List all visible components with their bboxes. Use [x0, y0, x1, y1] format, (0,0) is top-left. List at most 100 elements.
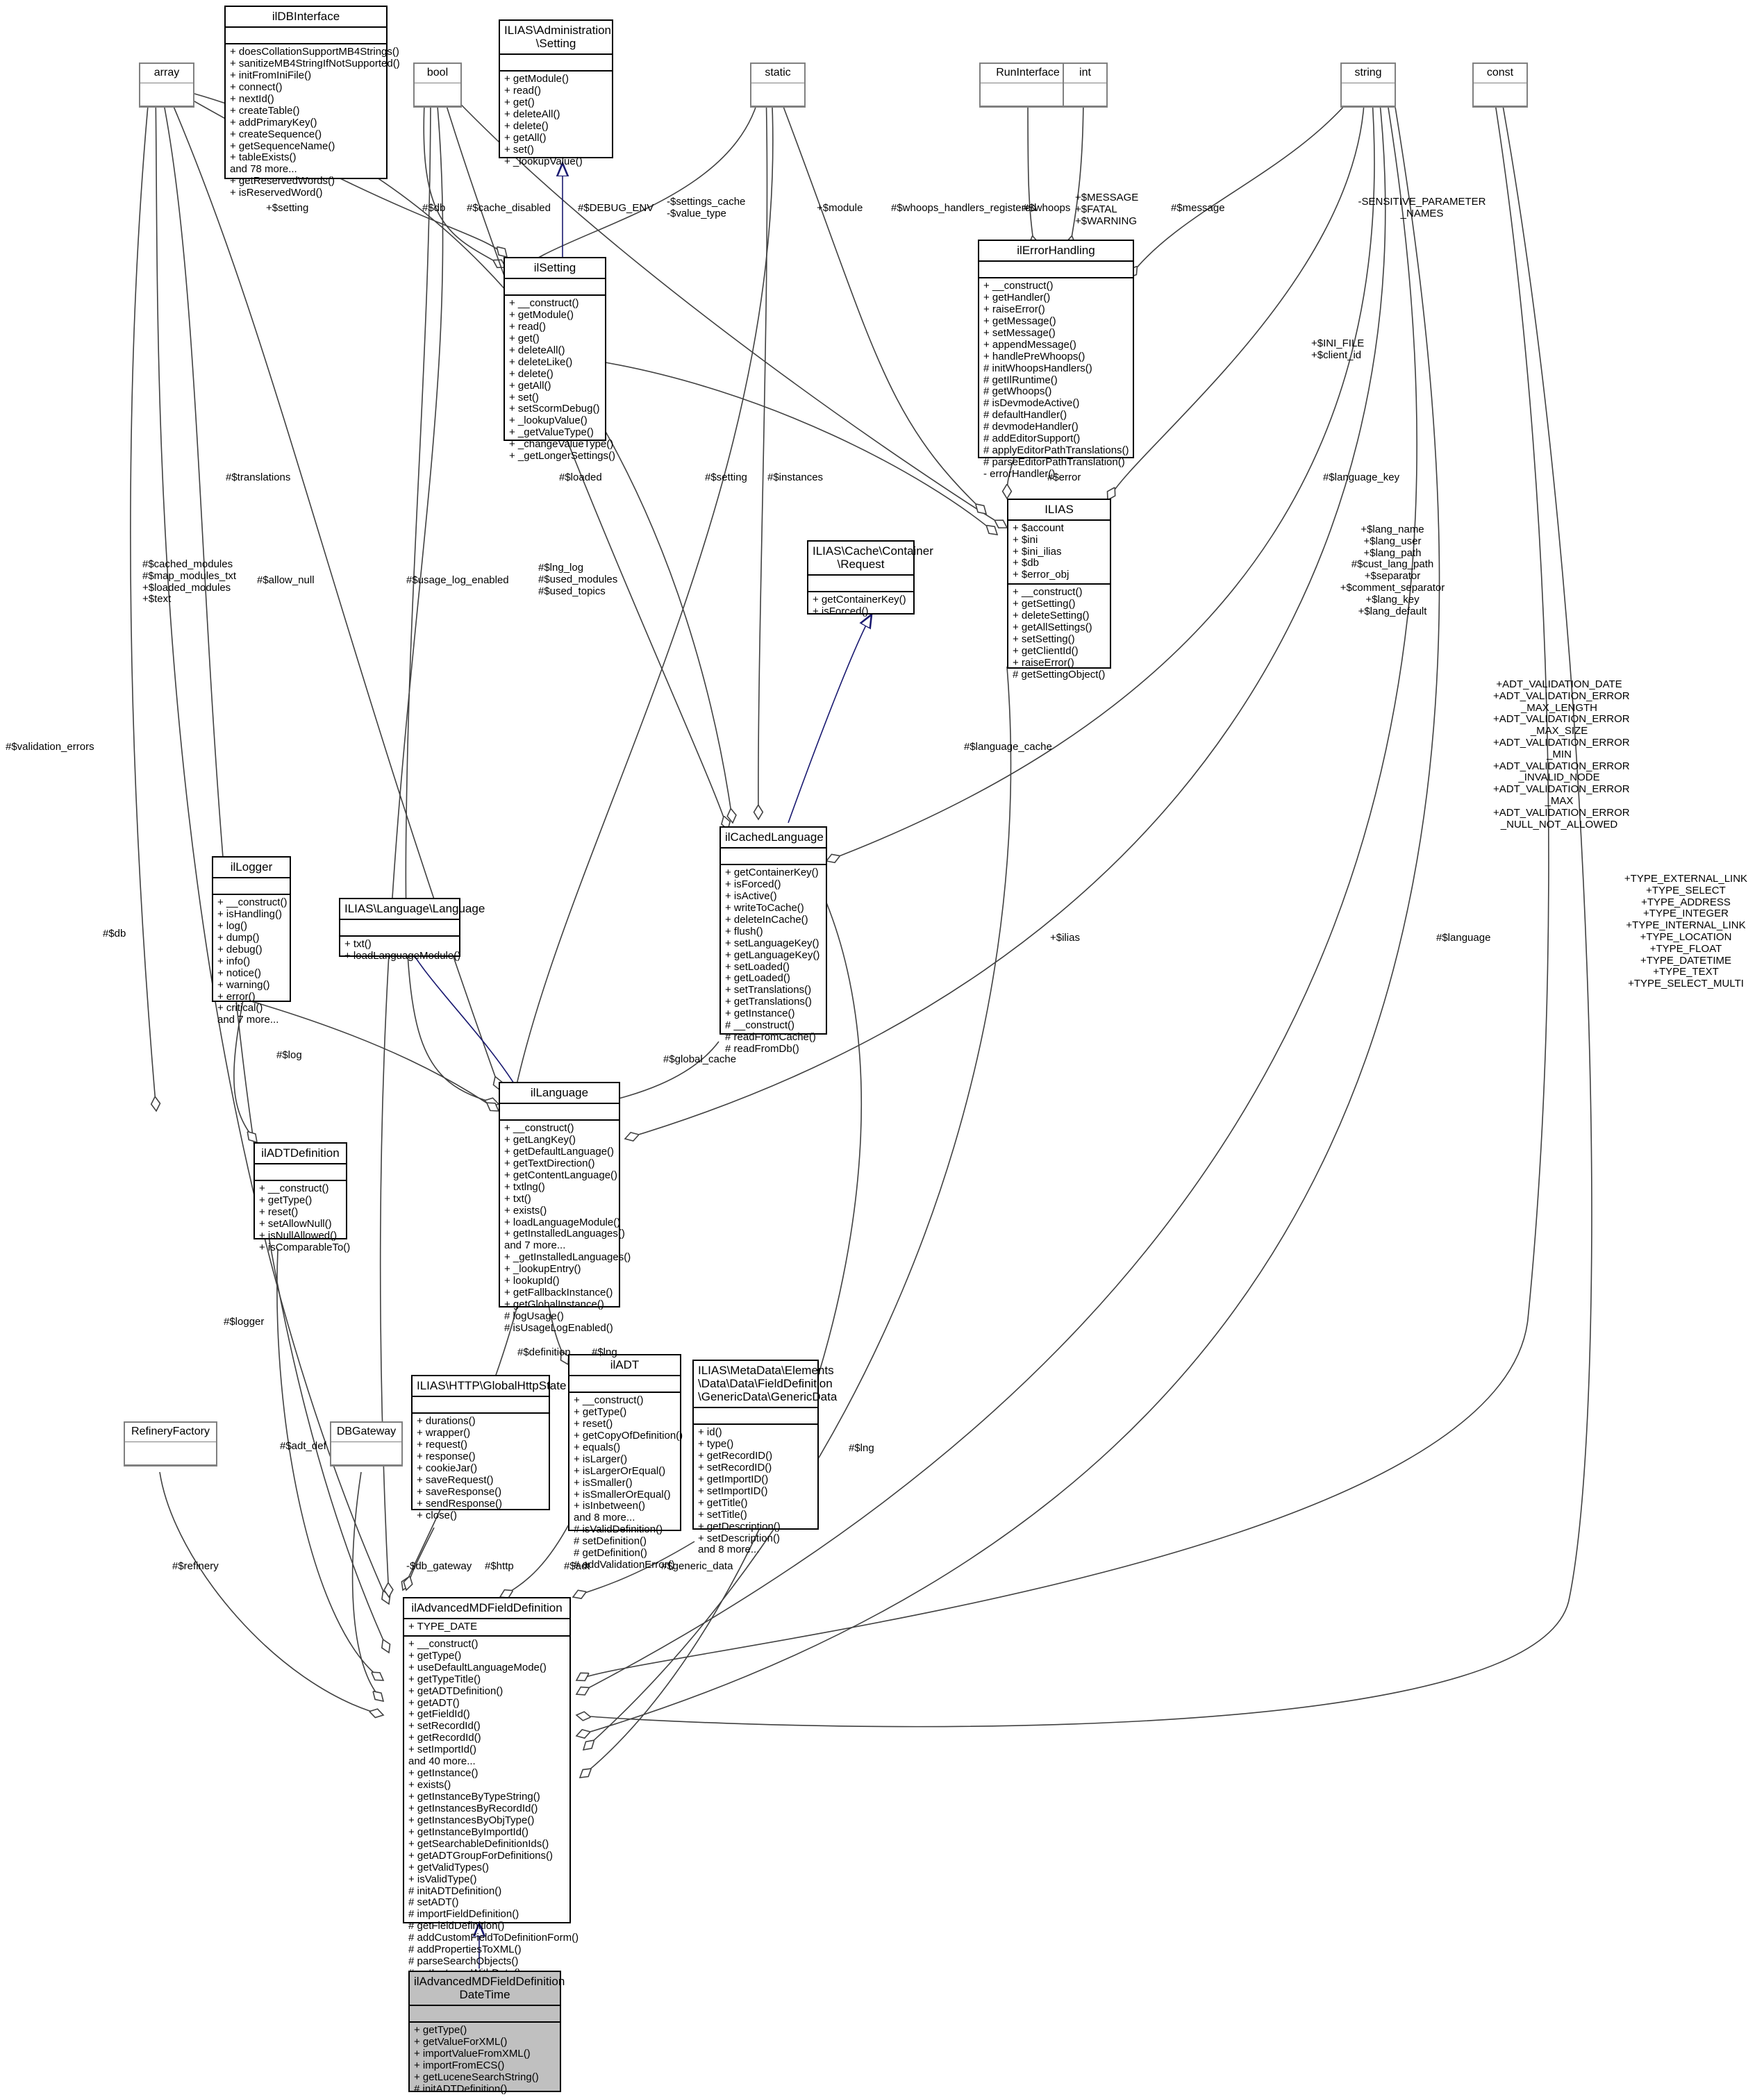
class-title: const [1474, 64, 1526, 83]
class-member: # devmodeHandler() [983, 421, 1079, 433]
class-member: + _lookupValue() [504, 155, 583, 167]
class-box-genericdata[interactable]: ILIAS\MetaData\Elements \Data\Data\Field… [692, 1360, 837, 1555]
class-member: + getADTGroupForDefinitions() [408, 1849, 553, 1862]
class-title: ILIAS\Administration \Setting [500, 21, 612, 56]
class-box-dbgateway[interactable]: DBGateway [330, 1421, 403, 1467]
class-member: + isNullAllowed() [259, 1229, 338, 1242]
class-box-ilcachedlanguage[interactable]: ilCachedLanguage + getContainerKey()+ is… [719, 826, 827, 1055]
edge-label-message-consts: +$MESSAGE +$FATAL +$WARNING [1075, 192, 1139, 227]
class-member: + __construct() [259, 1183, 329, 1195]
class-member: + getInstance() [408, 1767, 479, 1780]
class-box-array[interactable]: array [139, 62, 194, 108]
class-member: + critical() [217, 1002, 263, 1014]
class-member: + setTitle() [698, 1508, 747, 1521]
class-box-iladtdefinition[interactable]: ilADTDefinition + __construct()+ getType… [253, 1142, 350, 1253]
class-box-iladt[interactable]: ilADT + __construct()+ getType()+ reset(… [568, 1354, 683, 1571]
class-member: # initWhoopsHandlers() [983, 362, 1092, 374]
class-member: + _getLongerSettings() [509, 450, 616, 462]
class-member: + getADTDefinition() [408, 1685, 504, 1697]
class-operations: + __construct()+ getHandler()+ raiseErro… [979, 278, 1133, 483]
class-box-refineryfactory[interactable]: RefineryFactory [124, 1421, 217, 1467]
class-title: string [1342, 64, 1395, 83]
class-member: + getLanguageKey() [725, 949, 820, 961]
class-member: + _lookupValue() [509, 415, 588, 427]
class-attributes [808, 576, 913, 593]
class-box-illanguage[interactable]: ilLanguage + __construct()+ getLangKey()… [499, 1082, 631, 1334]
class-box-ilsetting[interactable]: ilSetting + __construct()+ getModule()+ … [504, 257, 615, 462]
edge-label-ini-file: +$INI_FILE +$client_id [1311, 337, 1365, 361]
class-member: + saveRequest() [417, 1473, 494, 1486]
class-box-globalhttpstate[interactable]: ILIAS\HTTP\GlobalHttpState + durations()… [411, 1375, 566, 1521]
class-member: and 78 more... [230, 163, 297, 176]
class-operations [140, 106, 193, 111]
class-attributes [751, 83, 804, 106]
class-box-string[interactable]: string [1340, 62, 1396, 108]
class-member: # logUsage() [504, 1310, 564, 1323]
class-attributes [500, 1104, 619, 1121]
class-member: + request() [417, 1438, 467, 1451]
class-member: + importFromECS() [414, 2059, 505, 2071]
class-operations [751, 106, 804, 111]
class-attributes [125, 1442, 216, 1465]
class-title: ILIAS\Language\Language [340, 899, 485, 921]
class-member: + __construct() [983, 280, 1054, 292]
edge-label-lang-name: +$lang_name +$lang_user +$lang_path #$cu… [1340, 524, 1445, 617]
class-title: DBGateway [331, 1423, 401, 1442]
class-member: + set() [504, 143, 534, 156]
class-member: + getDefaultLanguage() [504, 1145, 615, 1158]
class-member: + type() [698, 1438, 734, 1451]
class-operations: + getModule()+ read()+ get()+ deleteAll(… [500, 72, 612, 171]
class-box-iladvancedmdfielddefinitiondatetime[interactable]: ilAdvancedMDFieldDefinition DateTime + g… [408, 1971, 565, 2095]
class-operations: + txt()+ loadLanguageModule() [340, 937, 460, 965]
class-box-static[interactable]: static [750, 62, 806, 108]
class-box-ilias[interactable]: ILIAS + $account+ $ini+ $ini_ilias+ $db+… [1007, 499, 1111, 680]
class-box-admin-setting[interactable]: ILIAS\Administration \Setting + getModul… [499, 19, 613, 167]
class-member: + isSmallerOrEqual() [574, 1488, 671, 1501]
class-member: + read() [509, 320, 546, 333]
edge-label-usage-log: #$usage_log_enabled [406, 574, 509, 586]
class-member: + deleteInCache() [725, 913, 808, 926]
class-box-runinterface[interactable]: RunInterface [979, 62, 1076, 108]
class-member: + createSequence() [230, 128, 322, 140]
class-attributes [979, 262, 1133, 279]
class-box-bool[interactable]: bool [413, 62, 462, 108]
class-member: + getType() [259, 1194, 313, 1206]
class-member: + getContainerKey() [813, 594, 906, 606]
class-member: + _getInstalledLanguages() [504, 1251, 631, 1264]
class-member: + exists() [408, 1779, 451, 1791]
class-attributes [500, 55, 612, 72]
class-member: + createTable() [230, 104, 300, 117]
class-operations: + doesCollationSupportMB4Strings()+ sani… [226, 44, 400, 202]
class-attributes [721, 849, 826, 866]
class-box-ilerrorhandling[interactable]: ilErrorHandling + __construct()+ getHand… [978, 240, 1134, 480]
class-member: + getInstancesByObjType() [408, 1814, 535, 1826]
edge-label-module: +$module [817, 202, 863, 214]
edge-label-setting-mid: #$setting [705, 471, 747, 483]
class-box-int[interactable]: int [1063, 62, 1108, 108]
class-member: + getInstanceByImportId() [408, 1826, 529, 1838]
class-box-illogger[interactable]: ilLogger + __construct()+ isHandling()+ … [212, 856, 291, 1026]
class-member: + raiseError() [1013, 656, 1074, 669]
class-member: + writeToCache() [725, 901, 804, 914]
class-box-language-language[interactable]: ILIAS\Language\Language + txt()+ loadLan… [339, 898, 485, 962]
class-title: ilSetting [505, 258, 605, 280]
class-member: + sendResponse() [417, 1497, 502, 1510]
class-attributes [1474, 83, 1526, 106]
class-box-cache-request[interactable]: ILIAS\Cache\Container \Request + getCont… [807, 540, 933, 617]
class-member: # setDefinition() [574, 1535, 647, 1548]
class-member: # readFromDb() [725, 1043, 799, 1055]
class-title: ILIAS\MetaData\Elements \Data\Data\Field… [694, 1361, 837, 1409]
class-box-iladvancedmdfielddefinition[interactable]: ilAdvancedMDFieldDefinition + TYPE_DATE … [403, 1597, 579, 1991]
class-member: + getValidTypes() [408, 1861, 490, 1873]
class-member: + delete() [504, 119, 549, 132]
class-box-ildbinterface[interactable]: ilDBInterface + doesCollationSupportMB4S… [224, 6, 400, 199]
class-title: ilADTDefinition [255, 1144, 346, 1165]
class-member: + getAllSettings() [1013, 621, 1092, 633]
class-title: ILIAS\HTTP\GlobalHttpState [413, 1376, 566, 1398]
class-box-const[interactable]: const [1472, 62, 1528, 108]
class-member: + $ini_ilias [1013, 545, 1062, 558]
class-member: + getType() [408, 1649, 462, 1662]
class-member: + getFallbackInstance() [504, 1287, 613, 1299]
class-member: + $error_obj [1013, 569, 1070, 581]
